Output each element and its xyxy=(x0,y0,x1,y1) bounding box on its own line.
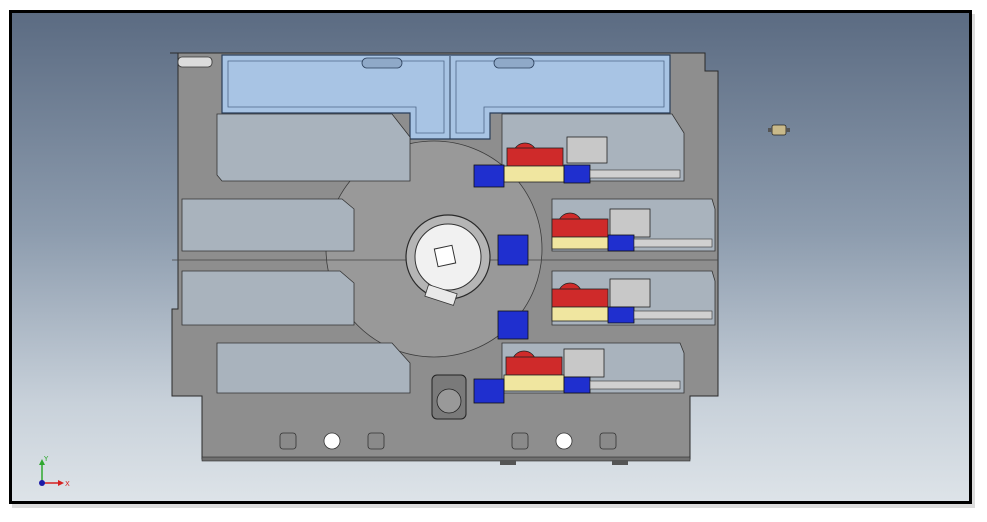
actuator-assembly-2[interactable] xyxy=(497,208,713,266)
actuator-1-blue-left xyxy=(473,164,505,188)
rotary-unit-tab xyxy=(424,284,458,306)
actuator-1-rod xyxy=(589,169,681,179)
cad-model-scene[interactable] xyxy=(12,13,969,501)
actuator-assembly-4[interactable] xyxy=(473,348,681,404)
actuator-3-red-body xyxy=(551,288,609,308)
foot-2 xyxy=(612,460,628,465)
actuator-4-yellow xyxy=(503,374,565,392)
rotary-unit-center-block xyxy=(433,244,457,268)
actuator-3-blue-left xyxy=(497,310,529,340)
bottom-hole-5 xyxy=(555,432,573,450)
actuator-4-rod xyxy=(589,380,681,390)
plate-bottom-edge xyxy=(201,456,691,462)
tank-inner-left xyxy=(227,60,445,134)
pocket-bottom-left xyxy=(216,342,411,394)
actuator-2-red-body xyxy=(551,218,609,238)
actuator-4-blue-left xyxy=(473,378,505,404)
actuator-3-rod xyxy=(633,310,713,320)
triad-y-arrow xyxy=(39,459,45,465)
actuator-4-blue-right xyxy=(563,376,591,394)
actuator-assembly-1[interactable] xyxy=(473,136,681,188)
tank-port-right xyxy=(493,57,535,69)
actuator-4-red-body xyxy=(505,356,563,376)
floating-part-icon[interactable] xyxy=(768,124,790,136)
actuator-4-gray-block xyxy=(563,348,605,378)
bottom-hole-4 xyxy=(511,432,529,450)
triad-x-label: X xyxy=(65,480,70,488)
cad-viewport[interactable]: Y X xyxy=(9,10,972,504)
actuator-2-blue-left xyxy=(497,234,529,266)
actuator-2-yellow xyxy=(551,236,609,250)
actuator-1-blue-right xyxy=(563,164,591,184)
bottom-hole-3 xyxy=(367,432,385,450)
actuator-3-yellow xyxy=(551,306,609,322)
pocket-mid-left-1 xyxy=(181,198,355,252)
pocket-mid-left-2 xyxy=(181,270,355,326)
triad-icon: Y X xyxy=(39,455,70,488)
actuator-assembly-3[interactable] xyxy=(497,278,713,340)
actuator-2-rod xyxy=(633,238,713,248)
actuator-2-gray-block xyxy=(609,208,651,238)
coolant-tank[interactable] xyxy=(221,54,671,140)
bottom-hole-2 xyxy=(323,432,341,450)
actuator-1-yellow xyxy=(503,165,565,183)
actuator-3-blue-right xyxy=(607,306,635,324)
bottom-hole-6 xyxy=(599,432,617,450)
triad-z-origin xyxy=(39,480,45,486)
bottom-hole-1 xyxy=(279,432,297,450)
top-left-slot xyxy=(177,56,213,68)
bottom-motor-face xyxy=(436,388,462,414)
actuator-2-blue-right xyxy=(607,234,635,252)
actuator-3-gray-block xyxy=(609,278,651,308)
tank-port-left xyxy=(361,57,403,69)
pocket-top-left xyxy=(216,113,411,182)
triad-y-label: Y xyxy=(43,455,49,463)
actuator-1-red-body xyxy=(506,147,564,167)
actuator-1-gray-block xyxy=(566,136,608,164)
tank-inner-right xyxy=(455,60,665,134)
triad-x-arrow xyxy=(58,480,64,486)
foot-1 xyxy=(500,460,516,465)
